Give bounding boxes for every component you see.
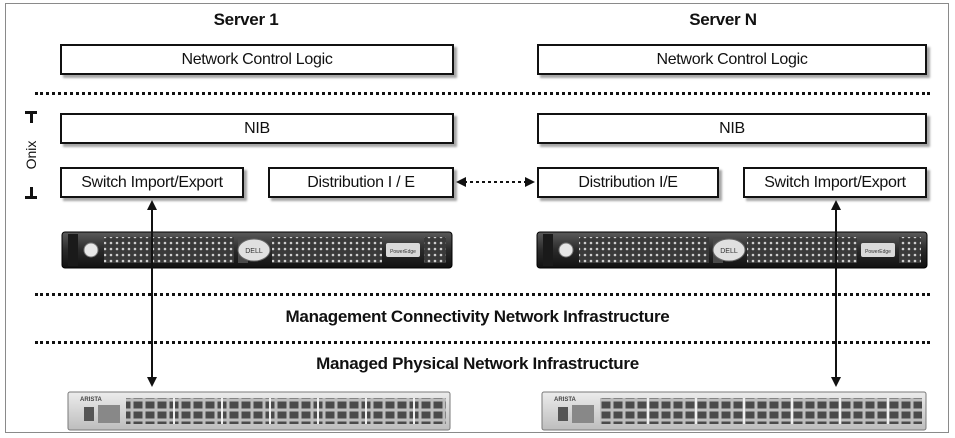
server-n-control-logic-label: Network Control Logic [656, 50, 808, 68]
onix-bracket-bottom [25, 196, 37, 199]
onix-bracket-top-stem [30, 111, 33, 123]
separator-server-management [35, 293, 930, 296]
server-n-title: Server N [689, 10, 757, 29]
onix-bracket-bottom-stem [30, 187, 33, 199]
switch-n-brand: ARISTA [554, 397, 577, 403]
server-n-switch-ie-box: Switch Import/Export [743, 167, 927, 198]
separator-management-physical [35, 341, 930, 344]
switch-1-brand: ARISTA [80, 397, 103, 403]
server-n-distribution-ie-label: Distribution I/E [578, 173, 678, 191]
onix-bracket: Onix [21, 111, 41, 199]
server-n-hardware-icon: DELL PowerEdge [536, 231, 928, 269]
server-1-model: PowerEdge [390, 249, 416, 255]
server-1-nib-label: NIB [244, 119, 270, 137]
server-1-brand: DELL [245, 248, 263, 255]
server-1-control-logic-box: Network Control Logic [60, 44, 454, 75]
server-n-nib-box: NIB [537, 113, 927, 144]
separator-control-onix [35, 92, 930, 95]
server-1-switch-ie-box: Switch Import/Export [60, 167, 244, 198]
server-1-title: Server 1 [213, 10, 279, 29]
server-n-model: PowerEdge [865, 249, 891, 255]
server-1-nib-box: NIB [60, 113, 454, 144]
diagram-frame [5, 3, 949, 433]
server-1-control-logic-label: Network Control Logic [181, 50, 333, 68]
server-n-nib-label: NIB [719, 119, 745, 137]
server-1-distribution-ie-box: Distribution I / E [268, 167, 454, 198]
server-1-hardware-icon: DELL PowerEdge [61, 231, 453, 269]
server-n-brand: DELL [720, 248, 738, 255]
server-1-distribution-ie-label: Distribution I / E [307, 173, 415, 191]
management-network-label: Management Connectivity Network Infrastr… [285, 307, 670, 326]
server-1-switch-ie-label: Switch Import/Export [81, 173, 223, 191]
physical-network-label: Managed Physical Network Infrastructure [316, 354, 639, 373]
switch-1-hardware-icon: ARISTA [67, 391, 451, 431]
server-n-distribution-ie-box: Distribution I/E [537, 167, 719, 198]
server-n-switch-ie-label: Switch Import/Export [764, 173, 906, 191]
switch-n-hardware-icon: ARISTA [541, 391, 927, 431]
server-n-control-logic-box: Network Control Logic [537, 44, 927, 75]
